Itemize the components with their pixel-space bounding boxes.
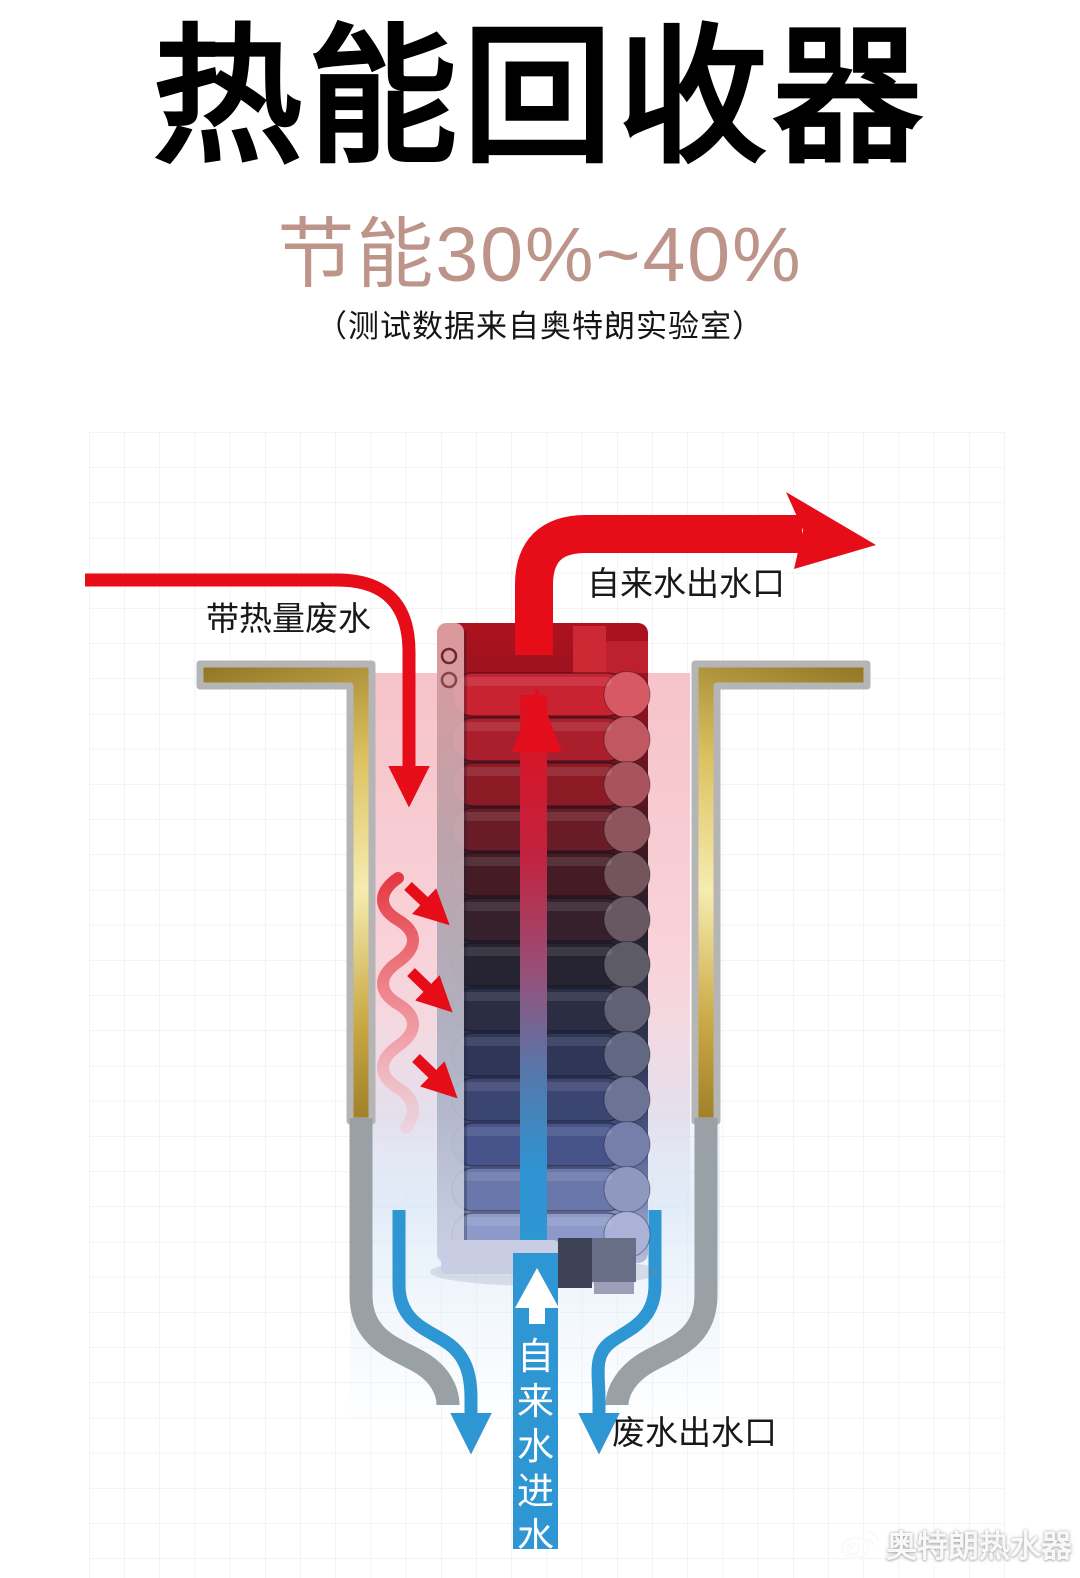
heat-arrow-1 xyxy=(404,881,450,926)
top-fitting-stub xyxy=(573,626,606,673)
coil-tube-end xyxy=(603,716,651,763)
heat-transfer-arrows xyxy=(404,881,458,1099)
waste-in-arrow xyxy=(85,573,430,808)
heat-exchanger-device xyxy=(430,623,660,1294)
page-title: 热能回收器 xyxy=(152,13,928,181)
coil-tube-end xyxy=(603,896,651,943)
coil-tube-end xyxy=(603,941,651,988)
tap-out-arrow xyxy=(515,515,802,655)
coil-tube-end xyxy=(603,1166,651,1213)
waste-in-label: 带热量废水 xyxy=(206,600,371,637)
bottom-stub-mid xyxy=(592,1238,636,1282)
coil-tube-end xyxy=(603,986,651,1033)
waste-out-arrow-right xyxy=(578,1210,662,1455)
brand-watermark: 奥特朗热水器 xyxy=(839,1521,1072,1566)
coil-tube-end xyxy=(603,851,651,898)
coil-tube-highlight xyxy=(462,677,612,686)
device-edge-line xyxy=(464,630,467,1258)
drain-wall-left xyxy=(349,1118,460,1406)
coil-tube-end xyxy=(603,806,651,853)
page-note: （测试数据来自奥特朗实验室） xyxy=(316,309,764,344)
coil-tube-end xyxy=(603,761,651,808)
heat-exchange-coil xyxy=(451,671,651,1258)
waste-out-arrow-left xyxy=(392,1210,492,1455)
device-edge-strip xyxy=(437,623,464,1263)
heat-wave-squiggle xyxy=(377,872,419,1134)
top-fitting-block xyxy=(606,641,648,673)
coil-tube-end xyxy=(603,1121,651,1168)
drain-wall-right xyxy=(605,1118,718,1406)
bottom-stub-foot xyxy=(594,1282,634,1294)
watermark-text: 奥特朗热水器 xyxy=(886,1529,1072,1564)
heat-arrow-3 xyxy=(412,1054,458,1099)
tap-in-arrowhead xyxy=(515,1268,559,1308)
device-dial-ring xyxy=(440,647,458,665)
page-subtitle: 节能30%~40% xyxy=(277,212,803,298)
weibo-icon xyxy=(839,1527,879,1561)
tap-out-label: 自来水出水口 xyxy=(587,565,785,602)
center-flow-arrowhead xyxy=(512,687,562,752)
center-flow-shaft xyxy=(520,695,547,1255)
device-dial-ring-2 xyxy=(440,671,458,689)
heat-arrow-2 xyxy=(407,968,453,1013)
tap-in-arrow-stem xyxy=(529,1306,545,1324)
coil-tube-end xyxy=(603,1076,651,1123)
coil-tube-end xyxy=(603,1031,651,1078)
tap-out-arrowhead xyxy=(786,492,876,569)
bottom-stub-dark xyxy=(558,1238,592,1288)
tap-in-label: 自来水进水 xyxy=(517,1336,554,1557)
coil-tube-end xyxy=(603,671,651,718)
waste-out-label: 废水出水口 xyxy=(612,1414,777,1451)
